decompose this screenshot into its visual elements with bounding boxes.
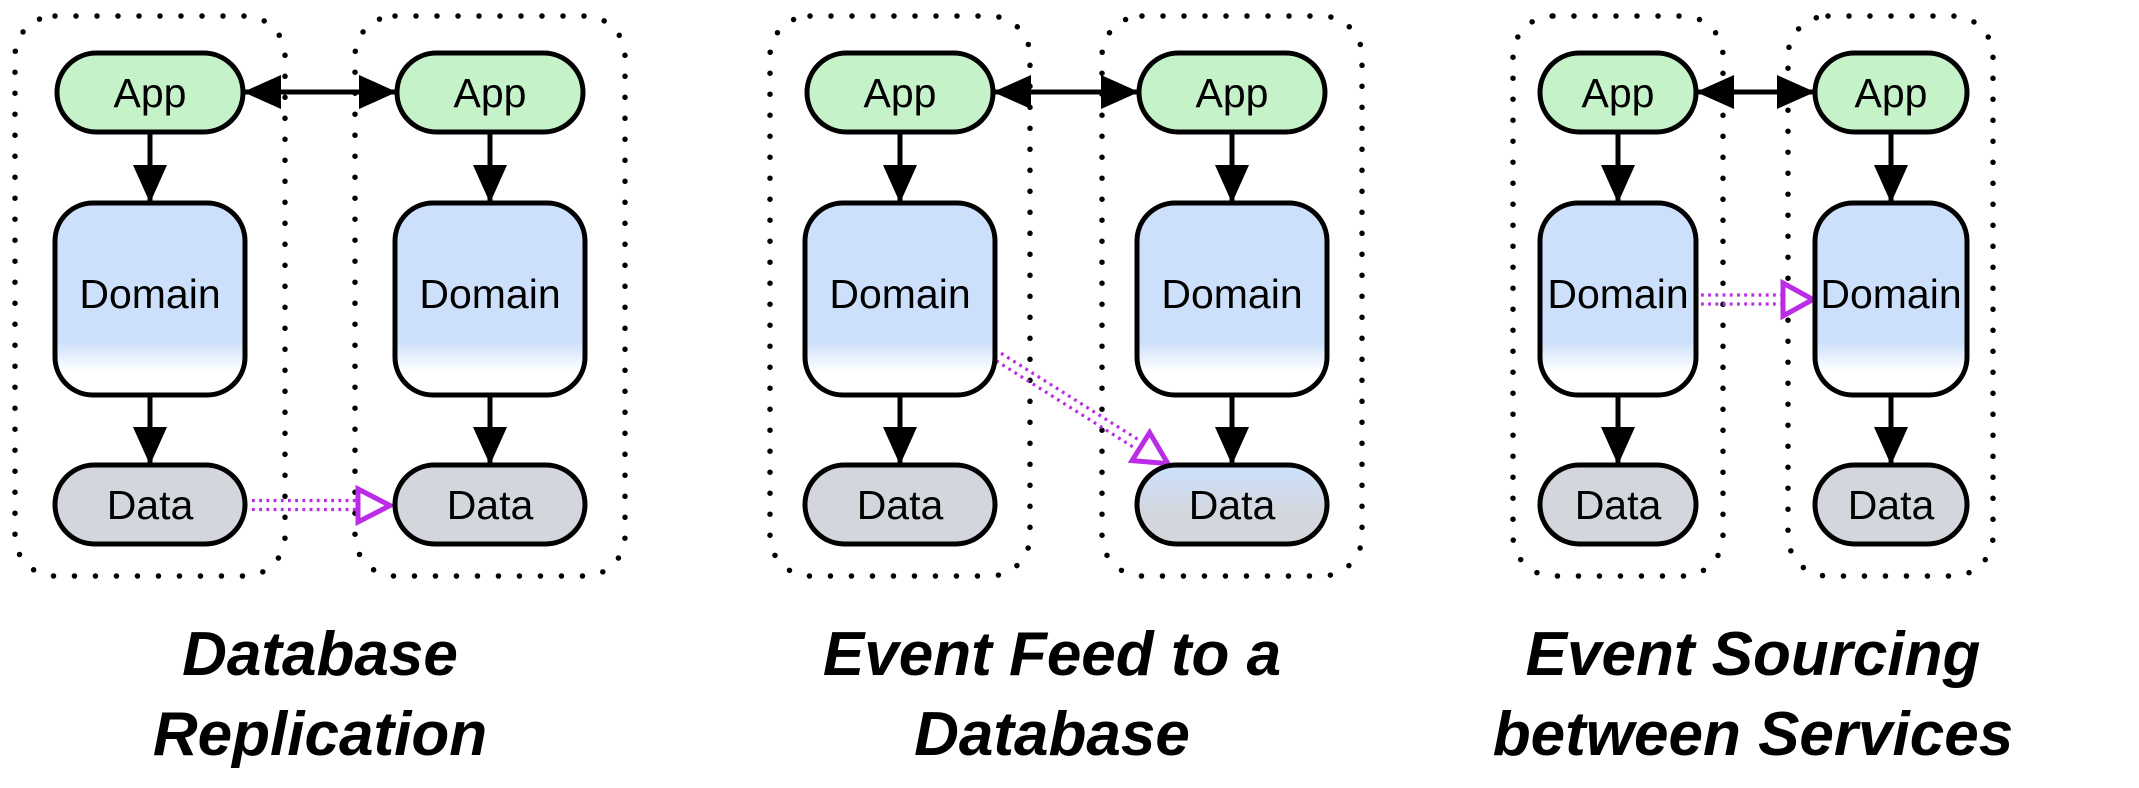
app-node xyxy=(1812,50,1970,135)
app-node-label: App xyxy=(864,70,937,116)
app-node-label: App xyxy=(1855,70,1928,116)
data-node-event-fed xyxy=(1134,462,1330,547)
data-node-label: Data xyxy=(107,482,194,528)
service-boundary xyxy=(1099,13,1365,579)
event-feed-arrow xyxy=(995,351,1173,467)
app-node xyxy=(1136,50,1328,135)
open-triangle-arrowhead-icon xyxy=(1127,427,1173,467)
data-node-label: Data xyxy=(1575,482,1662,528)
data-node xyxy=(802,462,998,547)
data-node-label: Data xyxy=(857,482,944,528)
domain-node xyxy=(1537,200,1699,398)
data-node xyxy=(1812,462,1970,547)
caption-event-feed-to-database: Event Feed to a Database xyxy=(822,620,1282,769)
domain-node-label: Domain xyxy=(1547,271,1688,317)
domain-node-label: Domain xyxy=(829,271,970,317)
domain-node-label: Domain xyxy=(79,271,220,317)
event-arrow-line xyxy=(995,359,1138,451)
service-boundary xyxy=(1510,13,1726,579)
app-node xyxy=(804,50,996,135)
domain-node xyxy=(802,200,998,398)
event-arrow-line xyxy=(1000,351,1143,444)
service-boundary xyxy=(767,13,1033,579)
diagram-event-sourcing-between-services: App Domain Data App Domain Data xyxy=(1510,13,1996,579)
domain-node-label: Domain xyxy=(1820,271,1961,317)
open-triangle-arrowhead-icon xyxy=(355,484,396,527)
app-node-label: App xyxy=(454,70,527,116)
data-node xyxy=(52,462,248,547)
caption-event-sourcing-between-services: Event Sourcing between Services xyxy=(1492,620,2014,769)
data-node xyxy=(1537,462,1699,547)
diagram-database-replication: App Domain Data App Domain Data xyxy=(12,13,628,579)
domain-node xyxy=(1812,200,1970,398)
data-node-label: Data xyxy=(1189,482,1276,528)
domain-node-label: Domain xyxy=(419,271,560,317)
app-node xyxy=(1537,50,1699,135)
diagram-event-feed-to-database: App Domain Data App Domain Data xyxy=(767,13,1365,579)
caption-database-replication: Database Replication xyxy=(152,620,488,769)
app-node-label: App xyxy=(1196,70,1269,116)
domain-node xyxy=(392,200,588,398)
data-node-label: Data xyxy=(447,482,534,528)
domain-node-label: Domain xyxy=(1161,271,1302,317)
data-node-label: Data xyxy=(1848,482,1935,528)
open-triangle-arrowhead-icon xyxy=(1780,278,1819,321)
domain-node xyxy=(52,200,248,398)
data-node xyxy=(392,462,588,547)
app-node xyxy=(394,50,586,135)
domain-node xyxy=(1134,200,1330,398)
service-boundary xyxy=(1785,13,1996,579)
app-node-label: App xyxy=(114,70,187,116)
app-node xyxy=(54,50,246,135)
event-sourcing-arrow xyxy=(1701,278,1819,321)
replication-event-arrow xyxy=(252,484,396,527)
app-node-label: App xyxy=(1582,70,1655,116)
